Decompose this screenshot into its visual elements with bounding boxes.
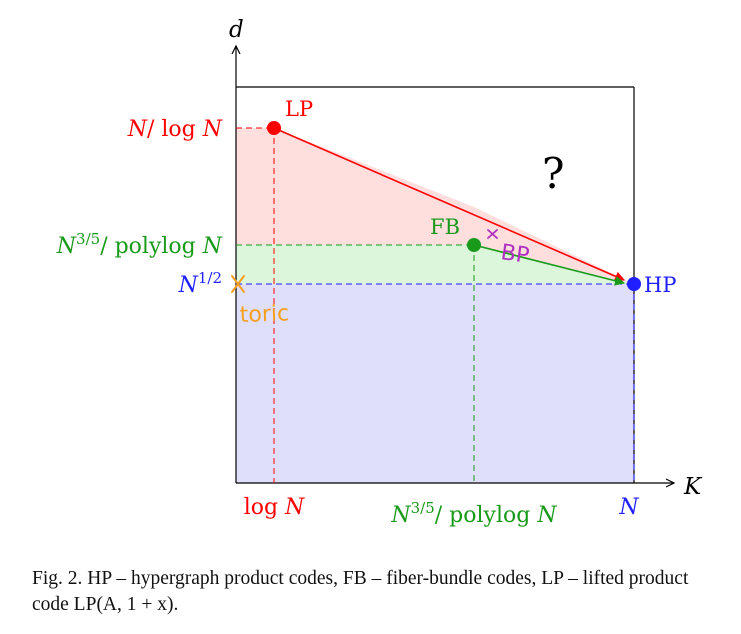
- hp-region: [236, 284, 634, 483]
- lp-to-hp-arrow: [273, 127, 625, 282]
- hp-point: [627, 277, 641, 291]
- y-tick-fb: N3/5/ polylog N: [56, 230, 223, 259]
- figure-caption: Fig. 2. HP – hypergraph product codes, F…: [32, 568, 689, 615]
- y-tick-lp: N/ log N: [127, 117, 223, 142]
- toric-annotation: toric: [239, 301, 289, 328]
- fb-region: [236, 245, 634, 284]
- lp-label: LP: [285, 97, 313, 121]
- y-tick-hp: N1/2: [178, 269, 222, 298]
- bp-cross-icon: [487, 229, 498, 239]
- y-axis-label: d: [229, 17, 244, 43]
- code-parameter-diagram: LP FB HP ? d K N/ log N N3/5/ polylog N …: [56, 17, 703, 528]
- x-tick-fb: N3/5/ polylog N: [390, 499, 557, 528]
- fb-to-hp-arrow: [473, 244, 625, 286]
- question-mark: ?: [542, 149, 565, 198]
- bp-annotation: BP: [499, 240, 531, 269]
- fb-point: [467, 238, 481, 252]
- x-tick-lp: log N: [244, 495, 305, 520]
- lp-fb-region: [474, 207, 634, 284]
- x-tick-hp: N: [618, 495, 639, 520]
- lp-region: [236, 128, 474, 245]
- hp-label: HP: [644, 273, 676, 297]
- fb-label: FB: [430, 215, 460, 239]
- toric-cross-icon: [231, 275, 245, 293]
- lp-point: [267, 121, 281, 135]
- x-axis-label: K: [683, 474, 703, 500]
